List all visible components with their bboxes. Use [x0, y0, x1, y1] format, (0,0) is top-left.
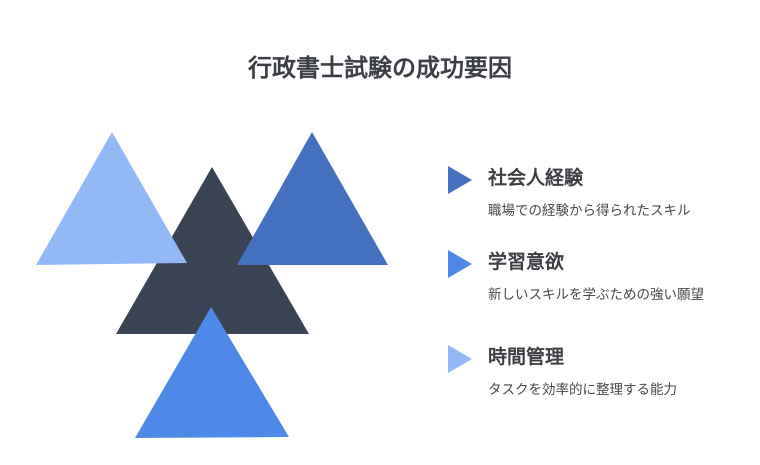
triangle-dark-center — [116, 167, 309, 334]
factor-heading: 時間管理 — [488, 346, 565, 368]
factor-description: 職場での経験から得られたスキル — [488, 203, 691, 219]
factor-description: タスクを効率的に整理する能力 — [488, 382, 677, 398]
factor-heading: 社会人経験 — [488, 167, 584, 189]
triangle-marker-icon — [448, 345, 472, 373]
triangle-marker-icon — [448, 250, 472, 278]
factor-description: 新しいスキルを学ぶための強い願望 — [488, 287, 704, 303]
triangle-light-blue-left — [36, 132, 187, 265]
triangle-marker-icon — [448, 166, 472, 194]
factor-heading: 学習意欲 — [488, 251, 565, 273]
triangle-medium-blue-right — [237, 132, 388, 265]
triangle-bright-blue-bottom — [135, 307, 289, 438]
page-title: 行政書士試験の成功要因 — [248, 54, 512, 82]
